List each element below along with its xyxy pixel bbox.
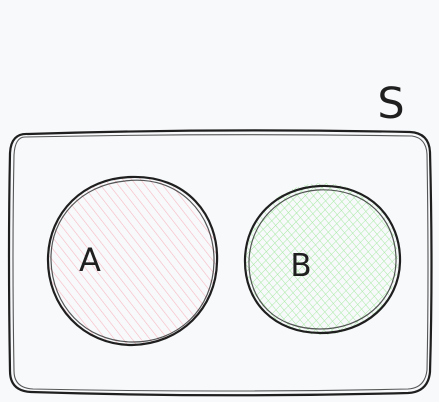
universe-set-s: S (7, 79, 433, 397)
set-a-fill (49, 177, 217, 345)
set-b-label: B (290, 248, 311, 284)
set-b-sketch-line (248, 189, 397, 330)
set-b-outline (243, 184, 402, 335)
universe-rectangle (7, 129, 433, 397)
set-a-label: A (79, 241, 101, 279)
universe-label: S (377, 79, 404, 129)
set-a: A (46, 175, 219, 347)
set-b: B (243, 183, 402, 335)
set-b-fill-hatch-2 (246, 183, 398, 335)
set-a-outline (46, 175, 219, 347)
set-a-sketch-line (50, 179, 215, 343)
universe-rectangle-sketch-line (12, 134, 429, 392)
